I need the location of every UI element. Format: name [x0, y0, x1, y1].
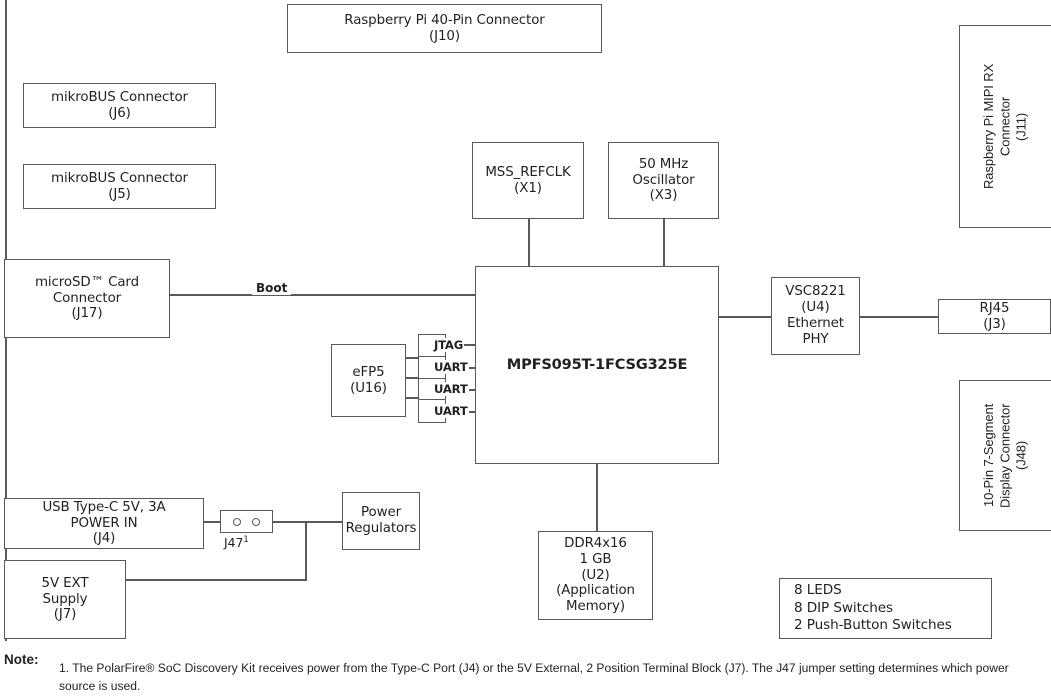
block-mikrobus-connector-j6[interactable]: mikroBUS Connector (J6) — [23, 83, 216, 128]
note-body: 1. The PolarFire® SoC Discovery Kit rece… — [59, 661, 1009, 693]
wire-phy-to-rj45 — [858, 316, 940, 318]
wire-efp5-pin-1 — [405, 357, 419, 359]
block-power-regulators[interactable]: Power Regulators — [342, 492, 420, 550]
block-5v-ext-supply[interactable]: 5V EXT Supply (J7) — [4, 560, 126, 639]
wire-microsd-to-soc — [169, 294, 477, 296]
block-mss-refclk[interactable]: MSS_REFCLK (X1) — [472, 142, 584, 219]
jumper-j47[interactable] — [220, 510, 273, 533]
wire-label-boot: Boot — [252, 281, 292, 295]
block-rj45-connector[interactable]: RJ45 (J3) — [938, 299, 1051, 334]
jumper-hole-1[interactable] — [232, 517, 241, 526]
pin-label-uart-3: UART — [433, 404, 469, 418]
wire-efp5-pin-3 — [405, 397, 419, 399]
jumper-footnote-marker: 1 — [243, 535, 249, 545]
block-vsc8221-ethernet-phy[interactable]: VSC8221 (U4) Ethernet PHY — [771, 277, 860, 355]
pin-label-jtag: JTAG — [433, 338, 465, 352]
block-ddr4-memory[interactable]: DDR4x16 1 GB (U2) (Application Memory) — [538, 531, 653, 620]
block-raspberry-pi-40pin-connector[interactable]: Raspberry Pi 40-Pin Connector (J10) — [287, 4, 602, 53]
wire-jumper-to-regulators — [272, 521, 342, 523]
block-efp5[interactable]: eFP5 (U16) — [331, 344, 406, 417]
pin-row-jtag[interactable] — [419, 335, 445, 357]
wire-efp5-pin-2 — [405, 377, 419, 379]
wire-mssrefclk-to-soc — [528, 218, 530, 268]
block-microsd-card-connector[interactable]: microSD™ Card Connector (J17) — [4, 259, 170, 338]
wire-extsupply-to-branch — [125, 579, 307, 581]
block-io-summary[interactable]: 8 LEDS 8 DIP Switches 2 Push-Button Swit… — [779, 578, 992, 639]
block-50mhz-oscillator[interactable]: 50 MHz Oscillator (X3) — [608, 142, 719, 219]
wire-regulator-branch-vertical — [305, 521, 307, 580]
block-7segment-display-connector[interactable]: 10-Pin 7-Segment Display Connector (J48) — [959, 380, 1051, 531]
jumper-hole-2[interactable] — [252, 517, 261, 526]
jumper-label-j47: J471 — [224, 535, 249, 550]
pin-label-uart-2: UART — [433, 382, 469, 396]
wire-soc-to-ddr4 — [596, 463, 598, 531]
note-section: Note: 1. The PolarFire® SoC Discovery Ki… — [0, 648, 1051, 696]
pin-row-uart-1[interactable] — [419, 357, 445, 379]
block-usb-type-c-power-in[interactable]: USB Type-C 5V, 3A POWER IN (J4) — [4, 498, 204, 549]
block-mpfs095t-soc[interactable]: MPFS095T-1FCSG325E — [475, 266, 719, 464]
note-title: Note: — [4, 652, 39, 667]
block-raspberry-pi-mipi-rx-connector[interactable]: Raspberry Pi MIPI RX Connector (J11) — [959, 25, 1051, 228]
block-mikrobus-connector-j5[interactable]: mikroBUS Connector (J5) — [23, 164, 216, 209]
pin-row-uart-2[interactable] — [419, 379, 445, 401]
wire-oscillator-to-soc — [663, 218, 665, 268]
jumper-label-text: J47 — [224, 535, 244, 551]
wire-soc-to-phy — [718, 316, 773, 318]
pin-label-uart-1: UART — [433, 360, 469, 374]
wire-usbc-to-jumper — [203, 521, 221, 523]
